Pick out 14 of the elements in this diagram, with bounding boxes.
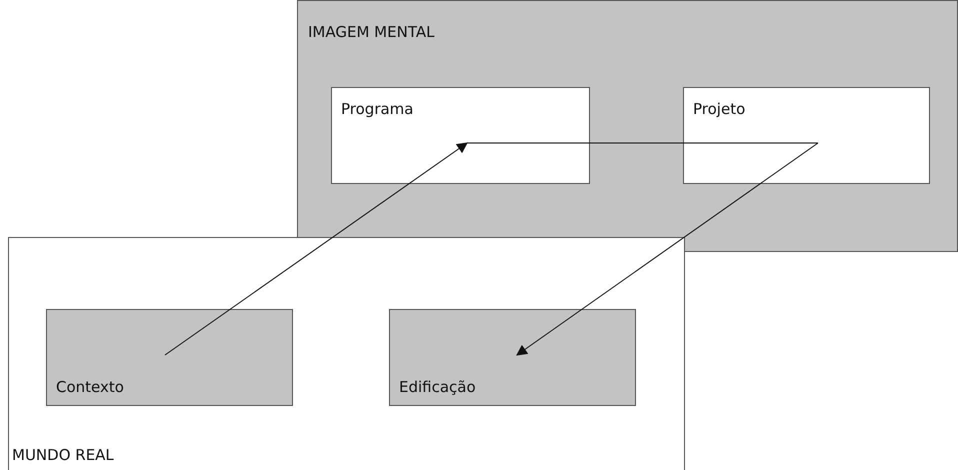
- concept-box: [46, 309, 293, 406]
- concept-box: [331, 87, 590, 184]
- concept-box: [683, 87, 930, 184]
- node-label: Programa: [341, 100, 414, 118]
- arrow: [516, 142, 818, 356]
- node-label: Edificação: [399, 378, 476, 396]
- node-label: MUNDO REAL: [12, 446, 114, 464]
- concept-box: [389, 309, 636, 406]
- region-panel: [8, 237, 685, 470]
- node-label: Projeto: [693, 100, 746, 118]
- node-label: Contexto: [56, 378, 124, 396]
- node-label: IMAGEM MENTAL: [308, 23, 434, 41]
- arrow: [164, 142, 468, 356]
- region-panel: [297, 0, 958, 252]
